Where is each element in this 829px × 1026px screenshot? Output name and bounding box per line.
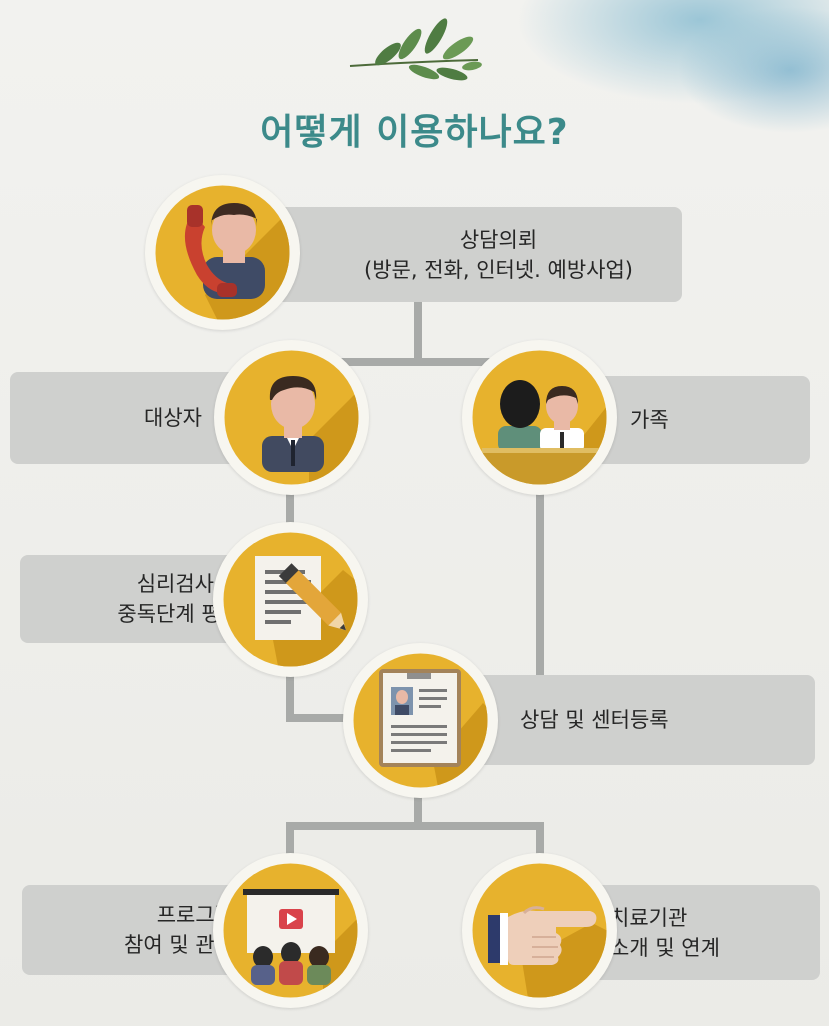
family-label: 가족	[630, 408, 669, 432]
document-pencil-icon	[223, 532, 358, 667]
node-consult-request	[145, 175, 300, 330]
phone-person-icon	[155, 185, 290, 320]
box-registration: 상담 및 센터등록	[460, 675, 815, 765]
box-consult-request: 상담의뢰 (방문, 전화, 인터넷. 예방사업)	[275, 207, 682, 302]
page-title: 어떻게 이용하나요?	[260, 112, 569, 153]
consult-request-line1: 상담의뢰	[459, 227, 538, 252]
olive-branch-icon	[349, 18, 482, 81]
node-program	[213, 853, 368, 1008]
family-icon	[472, 350, 607, 485]
node-referral	[462, 853, 617, 1008]
client-label: 대상자	[144, 406, 202, 430]
pointing-hand-icon	[472, 863, 607, 998]
node-client	[214, 340, 369, 495]
person-icon	[224, 350, 359, 485]
presentation-audience-icon	[223, 863, 358, 998]
box-referral: 치료기관 소개 및 연계	[580, 885, 820, 980]
profile-card-icon	[353, 653, 488, 788]
node-assessment	[213, 522, 368, 677]
registration-label: 상담 및 센터등록	[520, 708, 669, 732]
node-registration	[343, 643, 498, 798]
consult-request-line2: (방문, 전화, 인터넷. 예방사업)	[364, 257, 633, 282]
referral-line2: 소개 및 연계	[610, 935, 720, 960]
node-family	[462, 340, 617, 495]
referral-line1: 치료기관	[610, 905, 688, 930]
